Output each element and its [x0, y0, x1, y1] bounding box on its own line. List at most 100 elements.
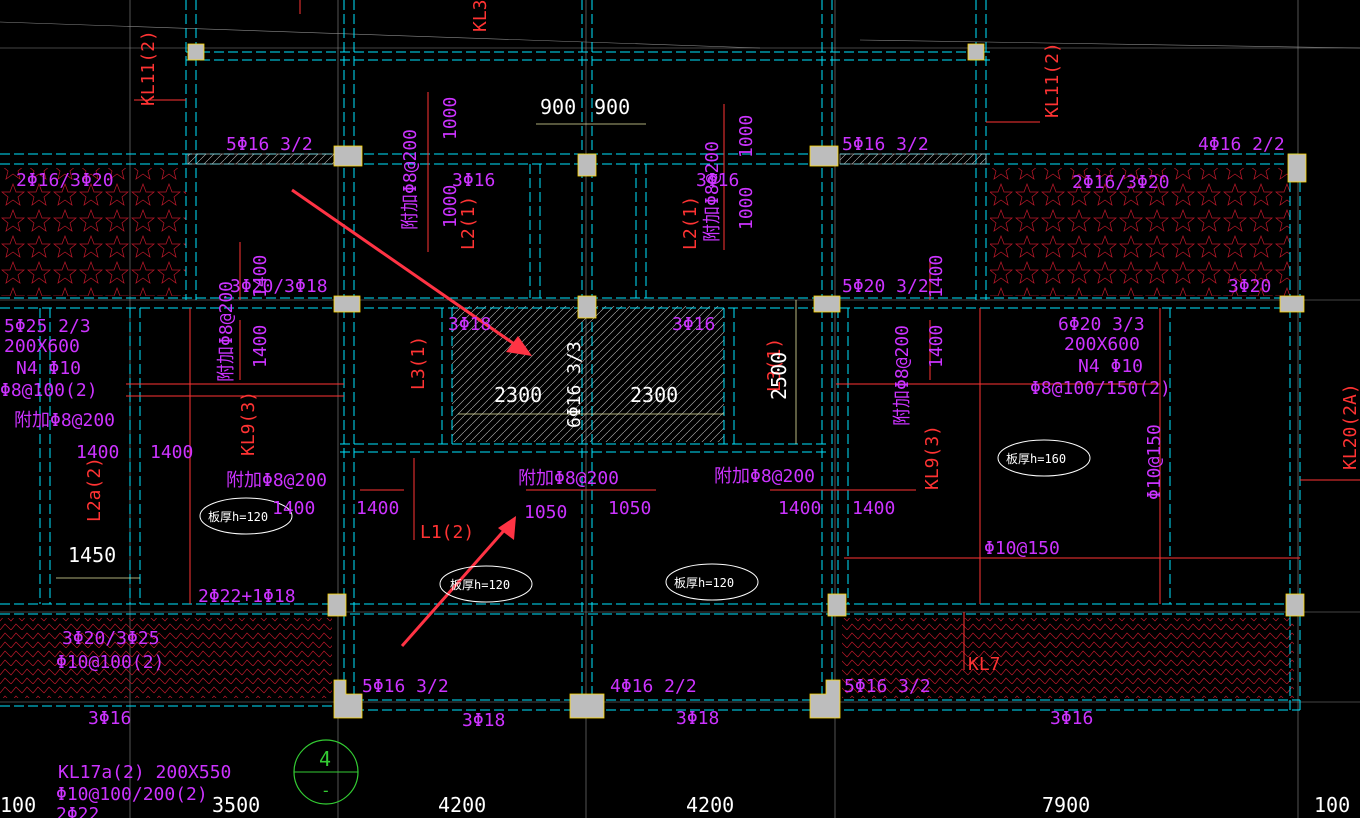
rebar-note: Φ10@150	[984, 538, 1060, 559]
dimension-text: 4200	[438, 793, 486, 817]
dimension-text: 900	[594, 95, 630, 119]
beam-label: KL9(3)	[238, 391, 259, 456]
dimension-text-group: 900 900 1000 1000 1000 1000 1400 1400 23…	[0, 95, 1350, 817]
slab-tag-group: 板厚h=120 板厚h=120 板厚h=120 板厚h=160	[208, 452, 1066, 592]
dimension-text: 4200	[686, 793, 734, 817]
slab-tag: 板厚h=120	[674, 576, 734, 590]
dimension-text: 2500	[767, 352, 791, 400]
rebar-note: 5Φ25 2/3	[4, 316, 91, 337]
dimension-text: 100	[1314, 793, 1350, 817]
rebar-note: 3Φ18	[676, 708, 719, 729]
rebar-note: 5Φ16 3/2	[844, 676, 931, 697]
beam-label: KL9(3)	[922, 425, 943, 490]
rebar-note: 附加Φ8@200	[400, 129, 421, 230]
dimension-text: 1000	[440, 97, 461, 140]
slab-tag: 板厚h=120	[450, 578, 510, 592]
beam-label: KL11(2)	[138, 30, 159, 106]
dimension-text: 100	[0, 793, 36, 817]
dimension-text: 1050	[608, 498, 651, 519]
dimension-text: 1400	[926, 255, 947, 298]
rebar-note: 5Φ16 3/2	[226, 134, 313, 155]
arrow-upper-head	[506, 336, 532, 356]
rebar-note: 6Φ16 3/3	[564, 341, 585, 428]
rebar-note: 4Φ16 2/2	[610, 676, 697, 697]
beam-label: KL3	[470, 0, 491, 32]
rebar-note: 5Φ16 3/2	[842, 134, 929, 155]
dimension-text: 1400	[356, 498, 399, 519]
slab-tag: 板厚h=160	[1006, 452, 1066, 466]
beam-label: L1(2)	[420, 522, 474, 543]
beam-label: KL20(2A)	[1340, 383, 1360, 470]
annotation-arrows	[291, 188, 532, 647]
rebar-note: Φ8@100(2)	[0, 380, 98, 401]
columns	[187, 43, 1307, 719]
rebar-lines	[126, 0, 1360, 670]
rebar-note: 2Φ16/3Φ20	[1072, 172, 1170, 193]
rebar-note: 3Φ20/3Φ25	[62, 628, 160, 649]
beam-label: KL7	[968, 654, 1001, 675]
dimension-text: 3500	[212, 793, 260, 817]
rebar-note: 200X600	[4, 336, 80, 357]
arrow-lower-shaft	[400, 525, 510, 647]
rebar-note: 3Φ16	[672, 314, 715, 335]
dimension-text: 2300	[494, 383, 542, 407]
dimension-text: 1400	[250, 325, 271, 368]
wall-hatch-left	[0, 168, 186, 296]
dimension-text: 1400	[76, 442, 119, 463]
rebar-note: 3Φ16	[88, 708, 131, 729]
rebar-note: 4Φ16 2/2	[1198, 134, 1285, 155]
dimension-text: 7900	[1042, 793, 1090, 817]
rebar-note: 2Φ22+1Φ18	[198, 586, 296, 607]
rebar-note: 200X600	[1064, 334, 1140, 355]
rebar-note: N4 Φ10	[16, 358, 81, 379]
dimension-text: 1400	[250, 255, 271, 298]
rebar-note: 2Φ22	[56, 804, 99, 818]
dimension-text: 1000	[736, 187, 757, 230]
dimension-text: 1050	[524, 502, 567, 523]
beam-label: L2a(2)	[84, 457, 105, 522]
rebar-note: 附加Φ8@200	[14, 410, 115, 431]
arrow-upper-shaft	[291, 188, 521, 350]
rebar-note: 附加Φ8@200	[892, 325, 913, 426]
slab-hatch-bottom-left	[0, 618, 332, 698]
dimension-text: 1000	[440, 185, 461, 228]
rebar-note: N4 Φ10	[1078, 356, 1143, 377]
rebar-note: Φ10@150	[1144, 424, 1165, 500]
dimension-text: 2300	[630, 383, 678, 407]
beam-label: L3(1)	[408, 336, 429, 390]
rebar-note-group: 5Φ16 3/2 5Φ16 3/2 4Φ16 2/2 2Φ16/3Φ20 2Φ1…	[0, 129, 1285, 818]
rebar-note: 5Φ20 3/2	[842, 276, 929, 297]
rebar-note: 3Φ16	[696, 170, 739, 191]
wall-hatch-right	[990, 168, 1290, 296]
arrow-lower-head	[498, 516, 516, 540]
axis-bubble-sub: -	[321, 781, 331, 800]
rebar-note: 3Φ18	[462, 710, 505, 731]
dimension-text: 1400	[926, 325, 947, 368]
rebar-note: 3Φ20/3Φ18	[230, 276, 328, 297]
dimension-lines	[56, 123, 797, 579]
rebar-note: 附加Φ8@200	[518, 468, 619, 489]
rebar-note: Φ8@100/150(2)	[1030, 378, 1171, 399]
rebar-note: Φ10@100(2)	[56, 652, 164, 673]
rebar-note: 附加Φ8@200	[702, 141, 723, 242]
dimension-text: 900	[540, 95, 576, 119]
rebar-note: 3Φ20	[1228, 276, 1271, 297]
rebar-note: KL17a(2) 200X550	[58, 762, 231, 783]
slab-tag-ellipses	[199, 439, 1091, 603]
rebar-note: 附加Φ8@200	[226, 470, 327, 491]
rebar-note: 附加Φ8@200	[216, 281, 237, 382]
dimension-text: 1000	[736, 115, 757, 158]
rebar-note: 6Φ20 3/3	[1058, 314, 1145, 335]
opening-hatch	[452, 306, 724, 442]
rebar-note: 2Φ16/3Φ20	[16, 170, 114, 191]
slab-tag: 板厚h=120	[208, 510, 268, 524]
beam-label: KL11(2)	[1042, 42, 1063, 118]
slab-hatch-bottom-right	[842, 618, 1294, 698]
beam-lines	[0, 0, 1301, 711]
rebar-note: Φ10@100/200(2)	[56, 784, 208, 805]
beam-strip-right	[839, 153, 987, 165]
beam-label-group: KL11(2) KL3 KL11(2) L2(1) L2(1) L3(1) L3…	[84, 0, 1360, 675]
dimension-text: 1400	[150, 442, 193, 463]
reference-grid	[0, 21, 1360, 703]
